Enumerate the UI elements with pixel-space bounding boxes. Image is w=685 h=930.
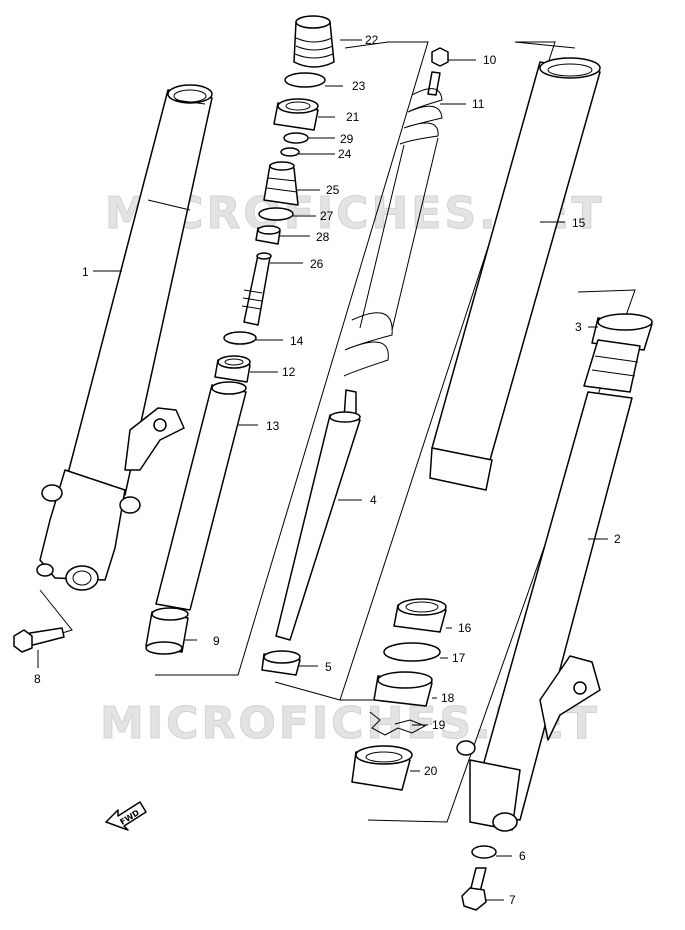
callout-13: 13: [266, 419, 280, 433]
callout-7: 7: [509, 893, 516, 907]
callout-1: 1: [82, 265, 89, 279]
callout-15: 15: [572, 216, 586, 230]
oil-lock-piece-12[interactable]: [214, 355, 251, 383]
callout-26: 26: [310, 257, 324, 271]
damper-tube-4[interactable]: [275, 389, 361, 641]
dust-seal-20[interactable]: [351, 745, 413, 791]
washer-28[interactable]: [255, 225, 281, 245]
callout-5: 5: [325, 660, 332, 674]
damper-rod-26[interactable]: [241, 252, 272, 326]
oil-seal-18[interactable]: [373, 671, 433, 707]
outer-tube-right[interactable]: [456, 339, 641, 832]
callout-25: 25: [326, 183, 340, 197]
outer-tube-left[interactable]: [36, 84, 213, 591]
callout-24: 24: [338, 147, 352, 161]
callout-19: 19: [432, 718, 446, 732]
washer-14[interactable]: [223, 331, 257, 345]
callout-29: 29: [340, 132, 354, 146]
bolt-7[interactable]: [461, 867, 487, 911]
spring-long[interactable]: [343, 137, 439, 377]
callout-3: 3: [575, 320, 582, 334]
ring-24[interactable]: [280, 147, 300, 157]
bolt-axle-left[interactable]: [13, 627, 65, 653]
fwd-arrow-icon: FWD: [105, 801, 147, 831]
stopper-5[interactable]: [261, 650, 301, 676]
group-frame-lines: [39, 41, 636, 823]
circlip-29[interactable]: [283, 132, 309, 144]
callout-17: 17: [452, 651, 466, 665]
callout-16: 16: [458, 621, 472, 635]
callout-6: 6: [519, 849, 526, 863]
washer-17[interactable]: [383, 642, 441, 662]
callout-21: 21: [346, 110, 360, 124]
callout-2: 2: [614, 532, 621, 546]
callout-22: 22: [365, 33, 379, 47]
fork-cap-bolt[interactable]: [293, 15, 335, 68]
callout-27: 27: [320, 209, 334, 223]
washer-6[interactable]: [471, 845, 497, 859]
inner-tube-15[interactable]: [429, 57, 601, 491]
o-ring-27[interactable]: [258, 207, 294, 221]
o-ring-23[interactable]: [284, 72, 326, 88]
callout-23: 23: [352, 79, 366, 93]
callout-18: 18: [441, 691, 455, 705]
callout-9: 9: [213, 634, 220, 648]
oil-lock-9[interactable]: [145, 607, 189, 655]
callout-11: 11: [472, 97, 485, 111]
callout-8: 8: [34, 672, 41, 686]
callout-10: 10: [483, 53, 497, 67]
guide-bush-16[interactable]: [393, 598, 447, 633]
clip-19[interactable]: [369, 711, 427, 736]
callout-14: 14: [290, 334, 304, 348]
callout-28: 28: [316, 230, 330, 244]
callout-4: 4: [370, 493, 377, 507]
callout-20: 20: [424, 764, 438, 778]
spring-11[interactable]: [399, 71, 443, 145]
callout-12: 12: [282, 365, 296, 379]
spacer-21[interactable]: [273, 98, 319, 131]
callout-labels: 22 23 21 29 24 25 27 28 26 14 12 13 9 10…: [34, 33, 621, 907]
adjuster-25[interactable]: [263, 161, 299, 206]
leader-lines: [37, 39, 608, 901]
nut-10[interactable]: [431, 47, 449, 67]
cylinder-13[interactable]: [155, 381, 247, 611]
